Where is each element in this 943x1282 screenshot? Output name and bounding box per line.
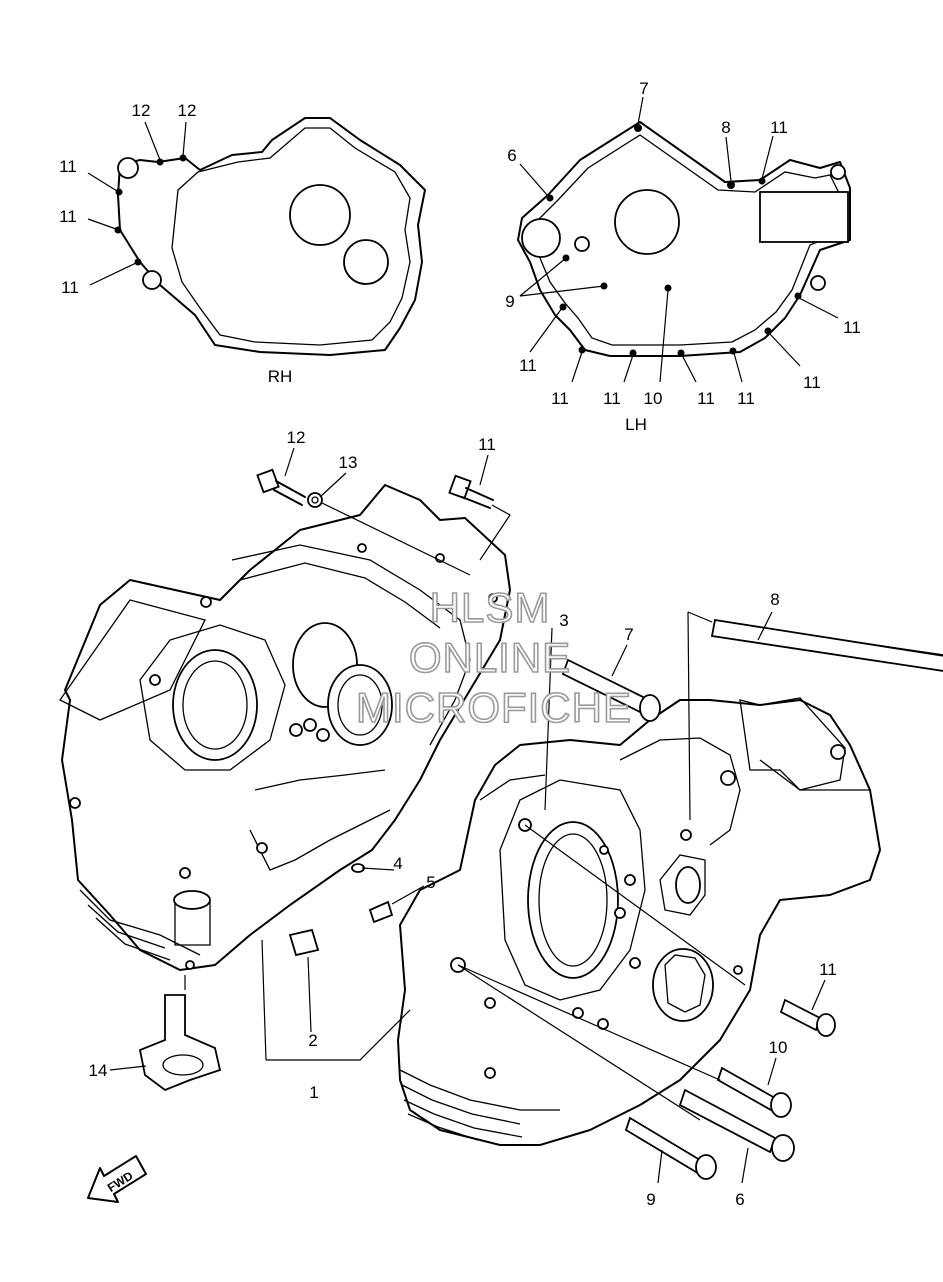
rh-callout-12b: 12 (178, 101, 197, 120)
rh-callout-11b: 11 (59, 207, 77, 226)
lh-callout-8: 8 (721, 118, 730, 137)
rh-callout-11c: 11 (61, 278, 79, 297)
lh-gasket (517, 96, 851, 383)
rh-callout-11a: 11 (59, 157, 77, 176)
main-callout-4: 4 (393, 854, 402, 873)
lh-callout-11-b3: 11 (697, 389, 715, 408)
lh-callout-9: 9 (505, 292, 514, 311)
lh-callout-6: 6 (507, 146, 516, 165)
main-callout-11-right: 11 (819, 960, 837, 979)
left-crankcase (397, 697, 881, 1146)
fwd-arrow-icon: FWD (87, 1155, 147, 1203)
main-callout-10: 10 (769, 1038, 788, 1057)
main-callout-12: 12 (287, 428, 306, 447)
lh-callout-11-r2: 11 (843, 318, 861, 337)
main-callout-8: 8 (770, 590, 779, 609)
main-callout-6: 6 (735, 1190, 744, 1209)
lh-callout-10: 10 (644, 389, 663, 408)
main-callout-11-top: 11 (478, 435, 496, 454)
watermark-line2: ONLINE (409, 634, 571, 681)
rh-label: RH (268, 367, 293, 386)
lh-callout-7: 7 (639, 79, 648, 98)
main-callout-1: 1 (309, 1083, 318, 1102)
lh-callout-11-b4: 11 (737, 389, 755, 408)
lh-label: LH (625, 415, 647, 434)
main-callout-14: 14 (89, 1061, 108, 1080)
main-callout-7: 7 (624, 625, 633, 644)
lh-callout-11-b2: 11 (603, 389, 621, 408)
main-callout-2: 2 (308, 1031, 317, 1050)
watermark: HLSM ONLINE MICROFICHE (355, 583, 632, 732)
main-callout-3: 3 (559, 611, 568, 630)
main-callout-5: 5 (426, 873, 435, 892)
main-callout-9: 9 (646, 1190, 655, 1209)
lh-callout-11-left: 11 (519, 356, 537, 375)
main-callout-13: 13 (339, 453, 358, 472)
rh-gasket (87, 117, 426, 356)
right-crankcase (59, 484, 511, 971)
rh-callout-12a: 12 (132, 101, 151, 120)
lh-callout-11-b1: 11 (551, 389, 569, 408)
lh-callout-11-r1: 11 (803, 373, 821, 392)
watermark-line1: HLSM (430, 584, 551, 631)
lh-callout-11-top: 11 (770, 118, 788, 137)
bolts (138, 468, 943, 1180)
main-leaders (109, 447, 826, 1184)
watermark-line3: MICROFICHE (356, 684, 632, 731)
